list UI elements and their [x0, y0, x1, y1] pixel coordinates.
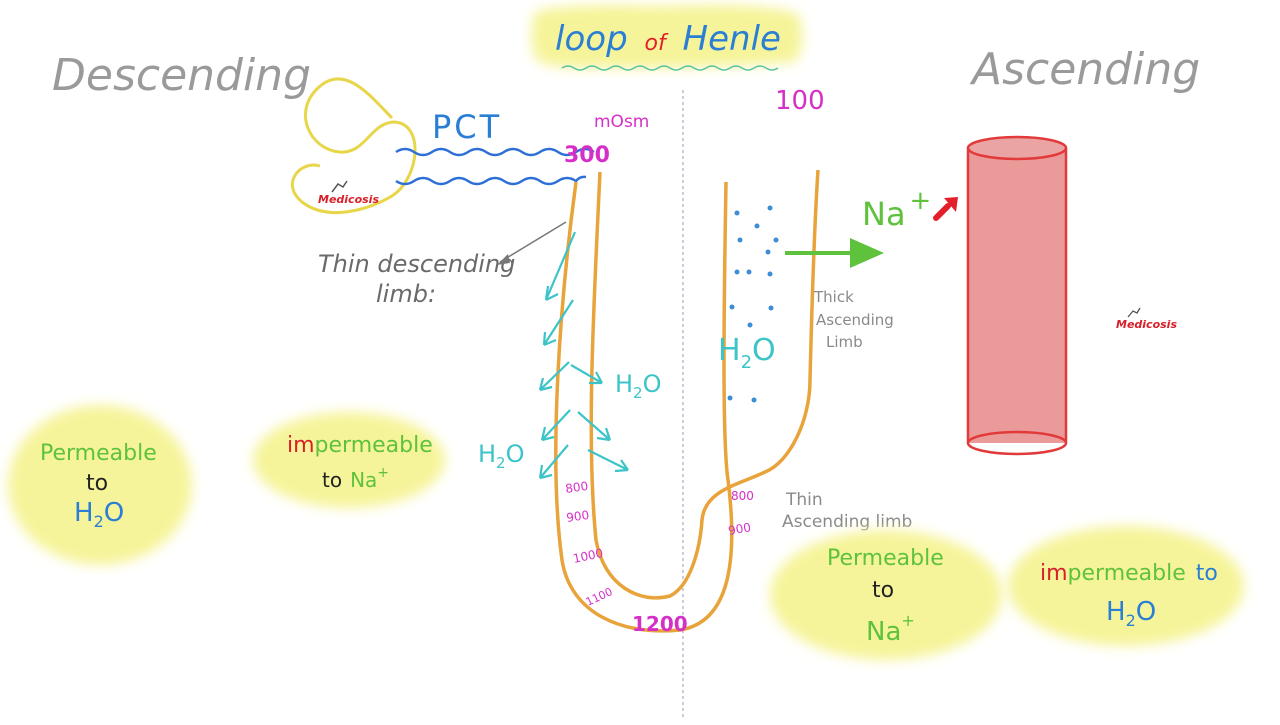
title-underline [561, 65, 779, 71]
note-permeable-to-sodium-line3: Na+ [866, 611, 915, 647]
heading-descending: Descending [52, 50, 311, 101]
medicosis-logo-text: Medicosis [318, 193, 379, 206]
mosm-label: mOsm [594, 112, 649, 132]
osm-desc-1000: 1000 [572, 546, 605, 566]
title-word-loop: loop [555, 19, 628, 59]
pct-label: PCT [432, 108, 502, 146]
pct-wave-top [395, 147, 595, 157]
note-permeable-to-sodium: Permeable to Na+ [770, 530, 1002, 660]
note-permeable-to-water: Permeable to H2O [8, 405, 192, 565]
note-permeable-to-sodium-line1: Permeable [827, 546, 944, 571]
osm-asc-900: 900 [727, 520, 752, 538]
osm-100: 100 [775, 86, 825, 116]
water-efflux-arrows [538, 231, 629, 480]
title-highlight [531, 5, 803, 69]
note-permeable-to-water-line1: Permeable [40, 441, 157, 466]
red-arrow [933, 197, 958, 221]
blood-vessel [966, 135, 1068, 456]
pct-wave-bottom [395, 175, 587, 186]
osm-desc-1100: 1100 [584, 585, 615, 609]
h2o-in-ascending-limb: H2O [718, 333, 776, 373]
thin-descending-pointer [497, 221, 567, 265]
title-word-henle: Henle [683, 19, 781, 59]
note-permeable-to-water-line3: H2O [74, 498, 124, 531]
pct-outline [290, 77, 417, 215]
note-permeable-to-sodium-line2: to [872, 578, 894, 603]
na-reabsorption-arrow [785, 238, 884, 268]
tubule-outer-wall [554, 181, 734, 633]
na-ion-label: Na+ [862, 186, 931, 233]
title-word-of: of [645, 31, 669, 56]
thin-descending-label: Thin descending limb: [318, 250, 523, 308]
osm-desc-900: 900 [565, 508, 590, 525]
note-impermeable-to-water-line2: H2O [1106, 597, 1156, 630]
note-permeable-to-water-line2: to [86, 471, 108, 496]
osm-asc-800: 800 [731, 489, 754, 503]
osm-desc-800: 800 [564, 479, 589, 496]
medicosis-logo: Medicosis [318, 180, 379, 206]
heading-ascending: Ascending [969, 44, 1200, 95]
medicosis-logo-right: Medicosis [1116, 307, 1177, 331]
osm-1200: 1200 [632, 612, 688, 636]
thick-ascending-label: Thick Ascending Limb [813, 288, 899, 351]
tubule-inner-wall [589, 169, 820, 600]
page-title: loop of Henle [555, 19, 781, 59]
h2o-left-of-descending: H2O [478, 440, 524, 472]
thin-ascending-label: Thin Ascending limb [782, 490, 912, 532]
h2o-right-of-descending: H2O [615, 370, 661, 402]
osm-300: 300 [564, 143, 610, 168]
water-dots [727, 205, 779, 403]
medicosis-logo-right-text: Medicosis [1116, 318, 1177, 331]
note-impermeable-to-sodium-line1: impermeable [287, 433, 433, 458]
